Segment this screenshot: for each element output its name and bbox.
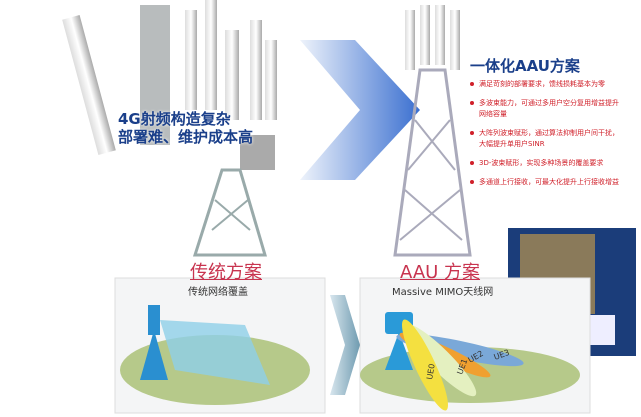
antenna-panel bbox=[62, 15, 116, 155]
feature-item: 3D-波束赋形，实现多种场景的覆盖要求 bbox=[470, 158, 620, 169]
beam-ue0 bbox=[402, 319, 448, 411]
feature-text: 大阵列波束赋形，通过算法抑制用户间干扰，大幅提升单用户SINR bbox=[479, 129, 619, 148]
feature-item: 多波束能力，可通过多用户空分复用增益提升网络容量 bbox=[470, 98, 620, 120]
traditional-note: 4G射频构造复杂 部署难、维护成本高 bbox=[118, 110, 253, 146]
small-arrow bbox=[330, 295, 360, 395]
feature-item: 多通道上行接收，可最大化提升上行接收增益 bbox=[470, 177, 620, 188]
traditional-tower bbox=[185, 0, 277, 257]
bullet-icon bbox=[470, 180, 474, 184]
bullet-icon bbox=[470, 161, 474, 165]
antenna-panel bbox=[140, 5, 170, 145]
aau-feature-list: 一体化AAU方案 满足苛刻的部署要求，馈线损耗基本为零 多波束能力，可通过多用户… bbox=[470, 55, 620, 196]
note-line: 部署难、维护成本高 bbox=[118, 128, 254, 146]
feature-text: 3D-波束赋形，实现多种场景的覆盖要求 bbox=[479, 159, 604, 167]
aau-scheme-title: AAU 方案 bbox=[400, 262, 481, 283]
traditional-title: 传统方案 bbox=[190, 262, 262, 283]
wide-beam bbox=[160, 320, 270, 385]
feature-item: 满足苛刻的部署要求，馈线损耗基本为零 bbox=[470, 79, 620, 90]
bullet-icon bbox=[470, 82, 474, 86]
feature-item: 大阵列波束赋形，通过算法抑制用户间干扰，大幅提升单用户SINR bbox=[470, 128, 620, 150]
transition-arrow bbox=[300, 40, 420, 180]
traditional-subtitle: 传统网络覆盖 bbox=[188, 287, 248, 298]
aau-tower bbox=[393, 5, 472, 257]
aau-title: 一体化AAU方案 bbox=[470, 57, 580, 75]
feature-text: 满足苛刻的部署要求，馈线损耗基本为零 bbox=[479, 80, 605, 88]
feature-text: 多波束能力，可通过多用户空分复用增益提升网络容量 bbox=[479, 99, 619, 118]
beam-label: UE0 bbox=[425, 363, 437, 380]
cell-tower-icon bbox=[140, 305, 168, 380]
aau-scheme-subtitle: Massive MIMO天线网 bbox=[392, 287, 494, 298]
bullet-icon bbox=[470, 131, 474, 135]
note-line: 4G射频构造复杂 bbox=[118, 110, 231, 128]
feature-text: 多通道上行接收，可最大化提升上行接收增益 bbox=[479, 178, 619, 186]
bullet-icon bbox=[470, 101, 474, 105]
